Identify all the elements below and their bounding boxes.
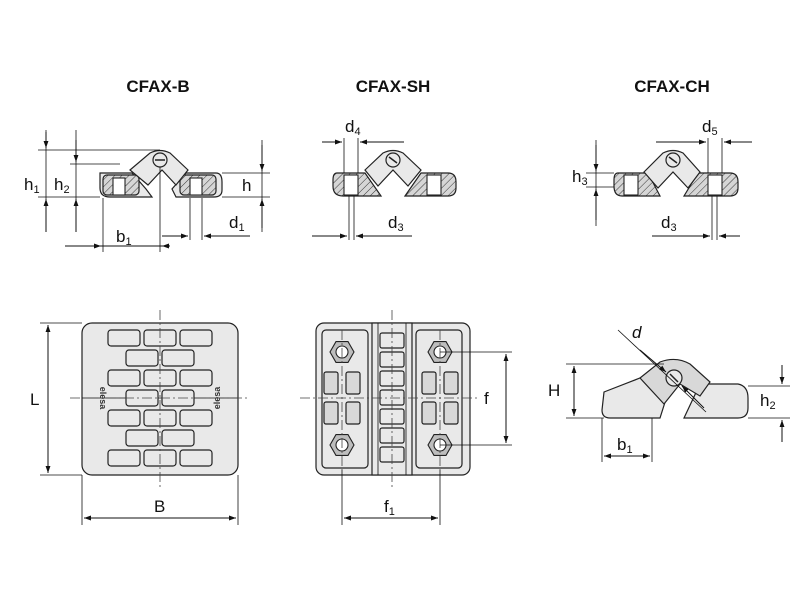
knuckle-segment [161, 349, 195, 367]
knuckle-segment [179, 409, 213, 427]
dim-L: L [30, 390, 39, 409]
dim-H: H [548, 381, 560, 400]
dim-b1: b1 [116, 227, 132, 248]
knuckle-segment [107, 329, 141, 347]
knuckle-segment [179, 329, 213, 347]
knuckle-segment [107, 409, 141, 427]
dim-h2-ch: h2 [760, 391, 776, 412]
pocket [323, 401, 339, 425]
dim-f1: f1 [384, 497, 395, 518]
logo-left: elesa [98, 387, 108, 411]
cfax-ch-side-view [586, 138, 752, 240]
title-cfax-ch: CFAX-CH [634, 77, 710, 96]
knuckle-segment [125, 429, 159, 447]
cfax-b-side-view [38, 130, 270, 252]
dim-B: B [154, 497, 165, 516]
dim-d5: d5 [702, 117, 718, 138]
dim-d4: d4 [345, 117, 361, 138]
cfax-sh-side-view [312, 138, 457, 240]
pocket [421, 401, 437, 425]
dim-b1-ch: b1 [617, 435, 633, 456]
pocket [421, 371, 437, 395]
knuckle-segment [161, 429, 195, 447]
logo-right: elesa [212, 386, 222, 410]
cfax-sh-front-view [300, 310, 512, 525]
knuckle-segment [125, 349, 159, 367]
pocket [345, 401, 361, 425]
knuckle-segment [107, 449, 141, 467]
dim-h1: h1 [24, 175, 40, 196]
knuckle-segment [107, 369, 141, 387]
pocket [323, 371, 339, 395]
dim-d1: d1 [229, 213, 245, 234]
title-cfax-b: CFAX-B [126, 77, 189, 96]
dim-h3: h3 [572, 167, 588, 188]
knuckle-segment [179, 369, 213, 387]
dim-h2: h2 [54, 175, 70, 196]
dim-d3-ch: d3 [661, 213, 677, 234]
pocket [443, 401, 459, 425]
pocket [443, 371, 459, 395]
dim-f: f [484, 389, 489, 408]
cfax-b-front-view: elesa elesa [40, 310, 250, 525]
cfax-ch-iso-view [566, 329, 790, 462]
dim-d3: d3 [388, 213, 404, 234]
dim-d: d [632, 323, 642, 342]
pocket [345, 371, 361, 395]
dim-h: h [242, 176, 251, 195]
knuckle-segment [179, 449, 213, 467]
title-cfax-sh: CFAX-SH [356, 77, 431, 96]
